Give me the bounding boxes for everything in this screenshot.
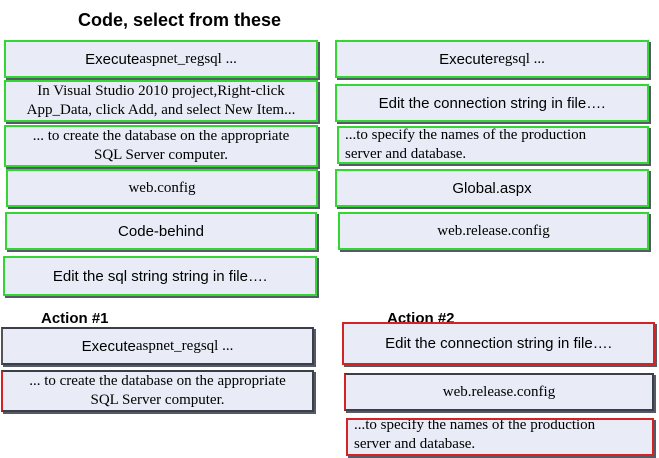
choice-line-1: ... to create the database on the approp… (32, 128, 290, 144)
slot-label: Edit the connection string in file…. (385, 335, 612, 352)
choice-line-2: server and database. (345, 146, 467, 162)
slot-line-1: ... to create the database on the approp… (29, 373, 286, 389)
choice-label: Code-behind (118, 222, 204, 240)
action-2-slot-3[interactable]: ...to specify the names of the productio… (346, 418, 654, 456)
action-1-slot-1[interactable]: Execute aspnet_regsql ... (1, 327, 314, 365)
page-title: Code, select from these (78, 10, 282, 30)
choice-label: Edit the connection string in file…. (378, 94, 606, 112)
action-2-slot-1[interactable]: Edit the connection string in file…. (342, 322, 655, 365)
choice-label: Edit the sql string string in file…. (52, 267, 268, 285)
choice-label: web.config (128, 179, 196, 196)
choice-visual-studio-new-item[interactable]: In Visual Studio 2010 project,Right-clic… (4, 80, 318, 122)
choice-line-1: In Visual Studio 2010 project,Right-clic… (37, 83, 285, 99)
choice-line-1: ...to specify the names of the productio… (345, 127, 587, 143)
choice-code-behind[interactable]: Code-behind (5, 212, 317, 250)
slot-label-prefix: Execute (81, 337, 136, 355)
choice-label-prefix: Execute (85, 50, 140, 68)
slot-line-1: ...to specify the names of the productio… (354, 418, 596, 433)
choice-specify-names[interactable]: ...to specify the names of the productio… (337, 126, 649, 164)
choice-label-rest: regsql ... (493, 50, 545, 67)
choice-web-config[interactable]: web.config (6, 169, 318, 207)
slot-label: web.release.config (442, 383, 556, 400)
choice-execute-regsql[interactable]: Execute regsql ... (335, 40, 649, 78)
choice-create-database[interactable]: ... to create the database on the approp… (4, 125, 318, 167)
choice-execute-aspnet-regsql[interactable]: Execute aspnet_regsql ... (4, 40, 318, 78)
choice-web-release-config[interactable]: web.release.config (338, 212, 649, 250)
choice-global-aspx[interactable]: Global.aspx (335, 169, 649, 207)
slot-label-rest: aspnet_regsql ... (135, 337, 234, 354)
choice-line-2: SQL Server computer. (94, 147, 228, 163)
action-1-label: Action #1 (41, 310, 109, 327)
choice-label: Global.aspx (452, 179, 532, 197)
action-2-slot-2[interactable]: web.release.config (344, 373, 654, 411)
slot-line-2: server and database. (354, 436, 476, 452)
choice-label-rest: aspnet_regsql ... (139, 50, 237, 67)
action-1-slot-2[interactable]: ... to create the database on the approp… (1, 370, 314, 412)
choice-line-2: App_Data, click Add, and select New Item… (26, 102, 296, 118)
choice-label: web.release.config (437, 222, 550, 239)
slot-line-2: SQL Server computer. (90, 392, 225, 408)
choice-edit-sql-string[interactable]: Edit the sql string string in file…. (3, 256, 317, 296)
choice-label-prefix: Execute (439, 50, 494, 68)
choice-edit-connection-string[interactable]: Edit the connection string in file…. (335, 84, 649, 122)
